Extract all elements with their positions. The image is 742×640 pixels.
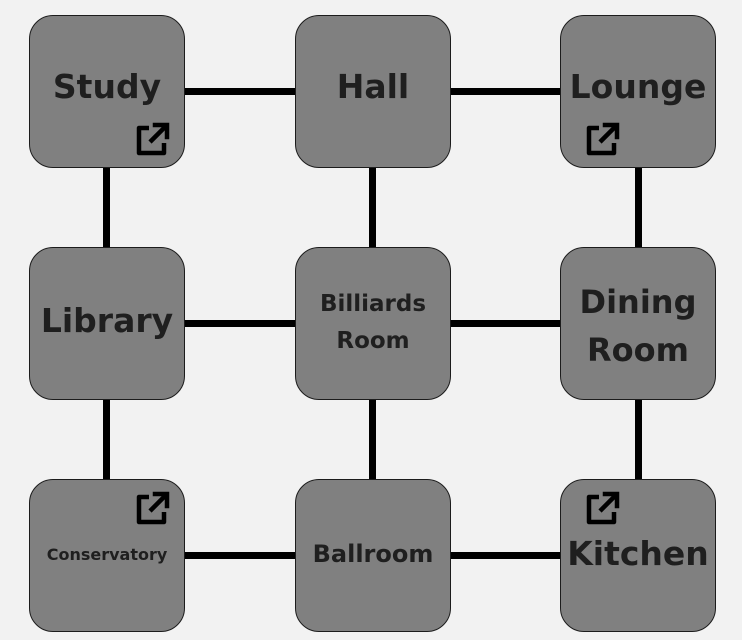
- room-billiards-label-line1: Billiards: [319, 291, 427, 317]
- room-lounge[interactable]: Lounge: [560, 15, 716, 168]
- room-study-label: Study: [52, 67, 162, 106]
- room-library[interactable]: Library: [29, 247, 185, 400]
- room-hall-label: Hall: [336, 67, 410, 106]
- secret-passage-conservatory-icon[interactable]: [135, 490, 171, 526]
- room-kitchen[interactable]: Kitchen: [560, 479, 716, 632]
- room-lounge-label: Lounge: [569, 67, 707, 106]
- secret-passage-lounge-icon[interactable]: [585, 121, 621, 157]
- corridor-study-hall: [184, 88, 296, 95]
- room-billiards-label: Billiards Room: [296, 286, 450, 360]
- room-kitchen-label: Kitchen: [567, 534, 709, 573]
- room-dining-label-line1: Dining: [579, 283, 697, 321]
- room-ballroom[interactable]: Ballroom: [295, 479, 451, 632]
- corridor-lounge-dining: [635, 166, 642, 248]
- room-study[interactable]: Study: [29, 15, 185, 168]
- corridor-study-library: [103, 166, 110, 248]
- corridor-dining-kitchen: [635, 398, 642, 480]
- room-conservatory-label: Conservatory: [46, 545, 168, 564]
- corridor-ballroom-kitchen: [450, 552, 562, 559]
- room-billiards-label-line2: Room: [336, 328, 410, 354]
- room-library-label: Library: [40, 301, 174, 340]
- room-billiards[interactable]: Billiards Room: [295, 247, 451, 400]
- room-dining-label: Dining Room: [561, 278, 715, 374]
- room-dining-label-line2: Room: [587, 331, 689, 369]
- corridor-billiards-ballroom: [369, 398, 376, 480]
- room-ballroom-label: Ballroom: [312, 540, 434, 568]
- corridor-conservatory-ballroom: [184, 552, 296, 559]
- corridor-hall-billiards: [369, 166, 376, 248]
- room-conservatory[interactable]: Conservatory: [29, 479, 185, 632]
- room-dining[interactable]: Dining Room: [560, 247, 716, 400]
- corridor-billiards-dining: [450, 320, 562, 327]
- secret-passage-kitchen-icon[interactable]: [585, 490, 621, 526]
- corridor-hall-lounge: [450, 88, 562, 95]
- corridor-library-billiards: [184, 320, 296, 327]
- room-hall[interactable]: Hall: [295, 15, 451, 168]
- secret-passage-study-icon[interactable]: [135, 121, 171, 157]
- corridor-library-conservatory: [103, 398, 110, 480]
